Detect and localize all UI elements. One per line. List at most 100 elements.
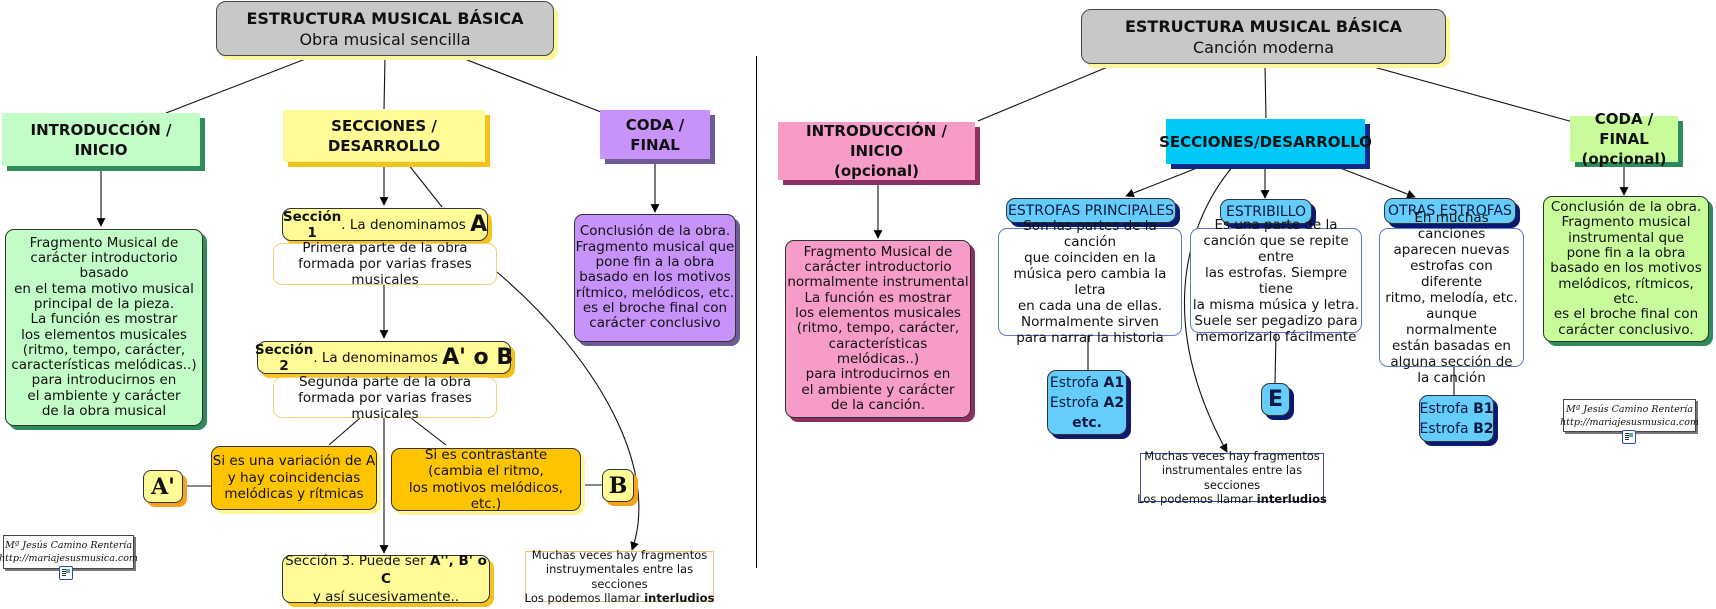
- link-title-coda: [461, 57, 602, 113]
- left-coda-body[interactable]: Conclusión de la obra. Fragmento musical…: [574, 214, 736, 342]
- left-intro-body[interactable]: Fragmento Musical de carácter introducto…: [5, 229, 203, 426]
- section2-label-rest: . La denominamos: [313, 349, 443, 366]
- section2-desc[interactable]: Segunda parte de la obra formada por var…: [273, 374, 497, 422]
- variation-text: Si es una variación de A y hay coinciden…: [212, 453, 376, 503]
- estrofa-a2: Estrofa A2: [1049, 394, 1125, 411]
- estribillo-label: ESTRIBILLO: [1226, 203, 1306, 220]
- link-title-sections: [383, 57, 386, 110]
- left-title-sub: Obra musical sencilla: [299, 29, 471, 49]
- estrofas-principales-label: ESTROFAS PRINCIPALES: [1007, 202, 1175, 219]
- right-coda-header-sub: (opcional): [1581, 150, 1667, 168]
- right-sections-header-label: SECCIONES/DESARROLLO: [1159, 132, 1372, 151]
- link-title-intro: [165, 57, 309, 114]
- estribillo-node[interactable]: ESTRIBILLO: [1220, 199, 1312, 224]
- variation-letter-node[interactable]: A': [143, 470, 183, 503]
- link-r-sections-otras: [1334, 165, 1416, 199]
- link-s1-interlude: [496, 271, 640, 551]
- otras-estrofas-node[interactable]: OTRAS ESTROFAS: [1384, 198, 1516, 224]
- estrofas-a-node[interactable]: Estrofa A1 Estrofa A2 etc.: [1047, 370, 1127, 435]
- estrofas-principales-desc-text: Son las partes de la canción que coincid…: [1013, 218, 1167, 346]
- document-icon[interactable]: [1622, 430, 1636, 444]
- left-credit: Mª Jesús Camino Rentería http://mariajes…: [0, 535, 138, 569]
- section3-line1: Sección 3. Puede ser A'', B' o C: [285, 553, 487, 587]
- link-r-title-coda: [1369, 65, 1574, 123]
- right-coda-body[interactable]: Conclusión de la obra. Fragmento musical…: [1543, 196, 1709, 342]
- section1-letter: A: [470, 212, 488, 237]
- otras-estrofas-label: OTRAS ESTROFAS: [1388, 203, 1512, 219]
- link-r-title-sections: [1264, 65, 1267, 119]
- right-interlude-line2: instrumentales entre las secciones: [1161, 463, 1303, 492]
- left-coda-body-text: Conclusión de la obra. Fragmento musical…: [575, 223, 735, 332]
- left-credit-name: Mª Jesús Camino Rentería: [5, 540, 132, 551]
- right-coda-header[interactable]: CODA / FINAL (opcional): [1570, 110, 1678, 168]
- otras-estrofas-desc[interactable]: En muchas canciones aparecen nuevas estr…: [1379, 210, 1524, 386]
- variation-node[interactable]: Si es una variación de A y hay coinciden…: [211, 446, 377, 510]
- estrofas-principales-desc[interactable]: Son las partes de la canción que coincid…: [998, 218, 1182, 346]
- right-sections-header[interactable]: SECCIONES/DESARROLLO: [1159, 119, 1372, 164]
- estribillo-letter: E: [1267, 386, 1284, 412]
- right-interlude-line1: Muchas veces hay fragmentos: [1144, 448, 1320, 463]
- left-credit-url[interactable]: http://mariajesusmusica.com: [0, 553, 138, 564]
- left-coda-header[interactable]: CODA / FINAL: [600, 110, 710, 159]
- divider-line: [756, 56, 757, 568]
- estrofa-b2: Estrofa B2: [1419, 420, 1494, 437]
- section1-desc-text: Primera parte de la obra formada por var…: [298, 240, 472, 288]
- left-intro-header[interactable]: INTRODUCCIÓN / INICIO: [2, 113, 200, 166]
- right-credit: Mª Jesús Camino Rentería http://mariajes…: [1560, 399, 1699, 432]
- left-interlude-line1: Muchas veces hay fragmentos: [531, 547, 708, 562]
- right-title-sub: Canción moderna: [1193, 37, 1334, 57]
- left-interlude-line2: instruymentales entre las secciones: [545, 562, 694, 591]
- right-title-node[interactable]: ESTRUCTURA MUSICAL BÁSICA Canción modern…: [1081, 9, 1446, 64]
- link-s2-contrast: [410, 417, 447, 446]
- estribillo-desc-text: Es una parte de la canción que se repite…: [1192, 216, 1360, 345]
- estribillo-desc[interactable]: Es una parte de la canción que se repite…: [1190, 217, 1362, 345]
- section2-label: Sección 2: [254, 341, 314, 374]
- section1-label: Sección 1: [282, 208, 342, 241]
- contrast-text: Si es contrastante (cambia el ritmo, los…: [408, 446, 564, 513]
- link-sections-s1-desc: [407, 163, 443, 208]
- section1-desc[interactable]: Primera parte de la obra formada por var…: [273, 240, 497, 288]
- right-intro-header-label: INTRODUCCIÓN / INICIO: [806, 122, 947, 160]
- link-r-estribillo-letter: [1274, 333, 1277, 384]
- section2-desc-text: Segunda parte de la obra formada por var…: [298, 373, 472, 422]
- right-title-main: ESTRUCTURA MUSICAL BÁSICA: [1124, 16, 1403, 36]
- section1-node[interactable]: Sección 1. La denominamos A: [282, 208, 488, 241]
- left-coda-header-label: CODA / FINAL: [625, 115, 685, 154]
- link-s2-variation: [328, 417, 361, 446]
- section1-label-rest: . La denominamos: [341, 216, 471, 233]
- otras-estrofas-desc-text: En muchas canciones aparecen nuevas estr…: [1385, 209, 1518, 386]
- left-sections-header-label: SECCIONES / DESARROLLO: [327, 117, 441, 155]
- section3-node[interactable]: Sección 3. Puede ser A'', B' o C y así s…: [282, 553, 490, 605]
- right-credit-url[interactable]: http://mariajesusmusica.com: [1560, 416, 1699, 428]
- link-r-title-intro: [977, 65, 1111, 122]
- right-interlude-note[interactable]: Muchas veces hay fragmentos instrumental…: [1137, 449, 1327, 507]
- right-coda-header-label: CODA / FINAL: [1594, 110, 1654, 148]
- right-coda-body-text: Conclusión de la obra. Fragmento musical…: [1550, 199, 1702, 338]
- estrofa-etc: etc.: [1072, 414, 1102, 431]
- link-r-sections-interlude: [1184, 165, 1234, 453]
- estrofas-b-node[interactable]: Estrofa B1 Estrofa B2: [1419, 395, 1494, 442]
- right-intro-body-text: Fragmento Musical de carácter introducto…: [787, 243, 969, 413]
- left-intro-body-text: Fragmento Musical de carácter introducto…: [11, 234, 197, 419]
- link-r-sections-estrofas: [1125, 165, 1203, 198]
- left-sections-header[interactable]: SECCIONES / DESARROLLO: [283, 110, 485, 162]
- estribillo-letter-node[interactable]: E: [1261, 383, 1290, 416]
- contrast-letter-node[interactable]: B: [602, 469, 634, 502]
- left-title-main: ESTRUCTURA MUSICAL BÁSICA: [246, 8, 524, 28]
- section2-node[interactable]: Sección 2. La denominamos A' o B: [254, 341, 514, 374]
- left-interlude-note[interactable]: Muchas veces hay fragmentos instruymenta…: [525, 547, 715, 606]
- right-intro-body[interactable]: Fragmento Musical de carácter introducto…: [785, 240, 971, 418]
- estrofa-a1: Estrofa A1: [1049, 374, 1125, 391]
- left-intro-header-label: INTRODUCCIÓN / INICIO: [30, 120, 172, 159]
- left-title-node[interactable]: ESTRUCTURA MUSICAL BÁSICA Obra musical s…: [216, 1, 554, 56]
- contrast-node[interactable]: Si es contrastante (cambia el ritmo, los…: [391, 446, 581, 513]
- document-icon[interactable]: [59, 566, 73, 580]
- section3-line2: y así sucesivamente..: [312, 589, 460, 605]
- section2-letter: A' o B: [442, 345, 514, 370]
- estrofas-principales-node[interactable]: ESTROFAS PRINCIPALES: [1006, 198, 1176, 223]
- right-interlude-line3: Los podemos llamar interludios: [1137, 492, 1327, 506]
- right-intro-header[interactable]: INTRODUCCIÓN / INICIO (opcional): [778, 122, 975, 180]
- contrast-letter: B: [608, 472, 628, 499]
- variation-letter: A': [151, 473, 175, 500]
